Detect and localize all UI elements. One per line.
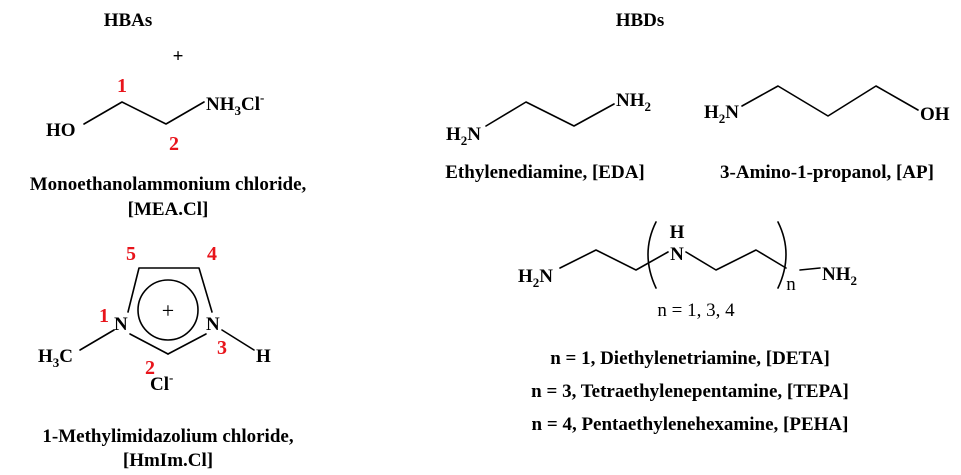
ap-name: 3-Amino-1-propanol, [AP] [720, 162, 934, 183]
polyamine-member-peha: n = 4, Pentaethylenehexamine, [PEHA] [532, 414, 849, 435]
polyamine-structure: H2N H N n NH2 [518, 221, 857, 295]
polyamine-repeat-index: n [786, 274, 796, 295]
polyamine-left-bonds [559, 249, 669, 271]
hmim-locant-3: 3 [217, 337, 227, 359]
ap-backbone-bonds [741, 85, 919, 117]
hmim-n3-label: N [206, 314, 220, 335]
hmim-methyl-label: H3C [38, 346, 73, 370]
hmim-locant-2: 2 [145, 357, 155, 379]
mea-structure: HO NH3Cl- 1 2 [46, 75, 264, 155]
mea-name: Monoethanolammonium chloride, [30, 174, 307, 195]
plus-sign: + [173, 46, 184, 67]
hba-header: HBAs [104, 10, 153, 31]
hmim-ring-upper-bonds [127, 267, 213, 313]
mea-abbreviation: [MEA.Cl] [128, 199, 209, 220]
ap-amine-label: H2N [704, 102, 739, 126]
hmim-structure: + N N H H3C Cl- 1 2 3 4 5 [38, 243, 271, 395]
mea-hydroxyl-label: HO [46, 120, 76, 141]
polyamine-right-bond [799, 267, 821, 271]
polyamine-left-amine-label: H2N [518, 266, 553, 290]
hmim-abbreviation: [HmIm.Cl] [123, 450, 213, 471]
ap-structure: H2N OH [704, 85, 950, 126]
polyamine-right-bracket [777, 221, 787, 289]
hmim-nh-bond [221, 329, 255, 351]
polyamine-n-values: n = 1, 3, 4 [657, 300, 735, 321]
polyamine-member-deta: n = 1, Diethylenetriamine, [DETA] [550, 348, 830, 369]
eda-structure: H2N NH2 [446, 90, 651, 148]
hmim-ring-lower-left-bond [129, 333, 169, 355]
mea-ammonium-label: NH3Cl- [206, 90, 264, 118]
polyamine-left-bracket [647, 221, 657, 289]
hmim-aromatic-circle [137, 279, 199, 341]
hmim-ring-charge: + [162, 298, 174, 323]
polyamine-right-amine-label: NH2 [822, 264, 857, 288]
polyamine-nh-hydrogen: H [670, 222, 685, 243]
hmim-n1-label: N [114, 314, 128, 335]
eda-right-amine-label: NH2 [616, 90, 651, 114]
mea-locant-1: 1 [117, 75, 127, 97]
hmim-locant-4: 4 [207, 243, 217, 265]
hmim-methyl-bond [79, 329, 115, 351]
eda-name: Ethylenediamine, [EDA] [445, 162, 645, 183]
ap-hydroxyl-label: OH [920, 104, 950, 125]
polyamine-repeat-bonds [685, 249, 787, 271]
hmim-locant-5: 5 [126, 243, 136, 265]
hmim-ring-lower-right-bond [167, 333, 207, 355]
mea-backbone-bonds [83, 101, 205, 125]
hmim-name: 1-Methylimidazolium chloride, [42, 426, 293, 447]
polyamine-member-tepa: n = 3, Tetraethylenepentamine, [TEPA] [531, 381, 849, 402]
hmim-h-label: H [256, 346, 271, 367]
eda-backbone-bonds [485, 101, 615, 127]
hmim-locant-1: 1 [99, 305, 109, 327]
eda-left-amine-label: H2N [446, 124, 481, 148]
mea-locant-2: 2 [169, 133, 179, 155]
polyamine-nh-nitrogen: N [670, 244, 684, 265]
hbd-header: HBDs [616, 10, 665, 31]
hmim-chloride-label: Cl- [150, 370, 173, 395]
